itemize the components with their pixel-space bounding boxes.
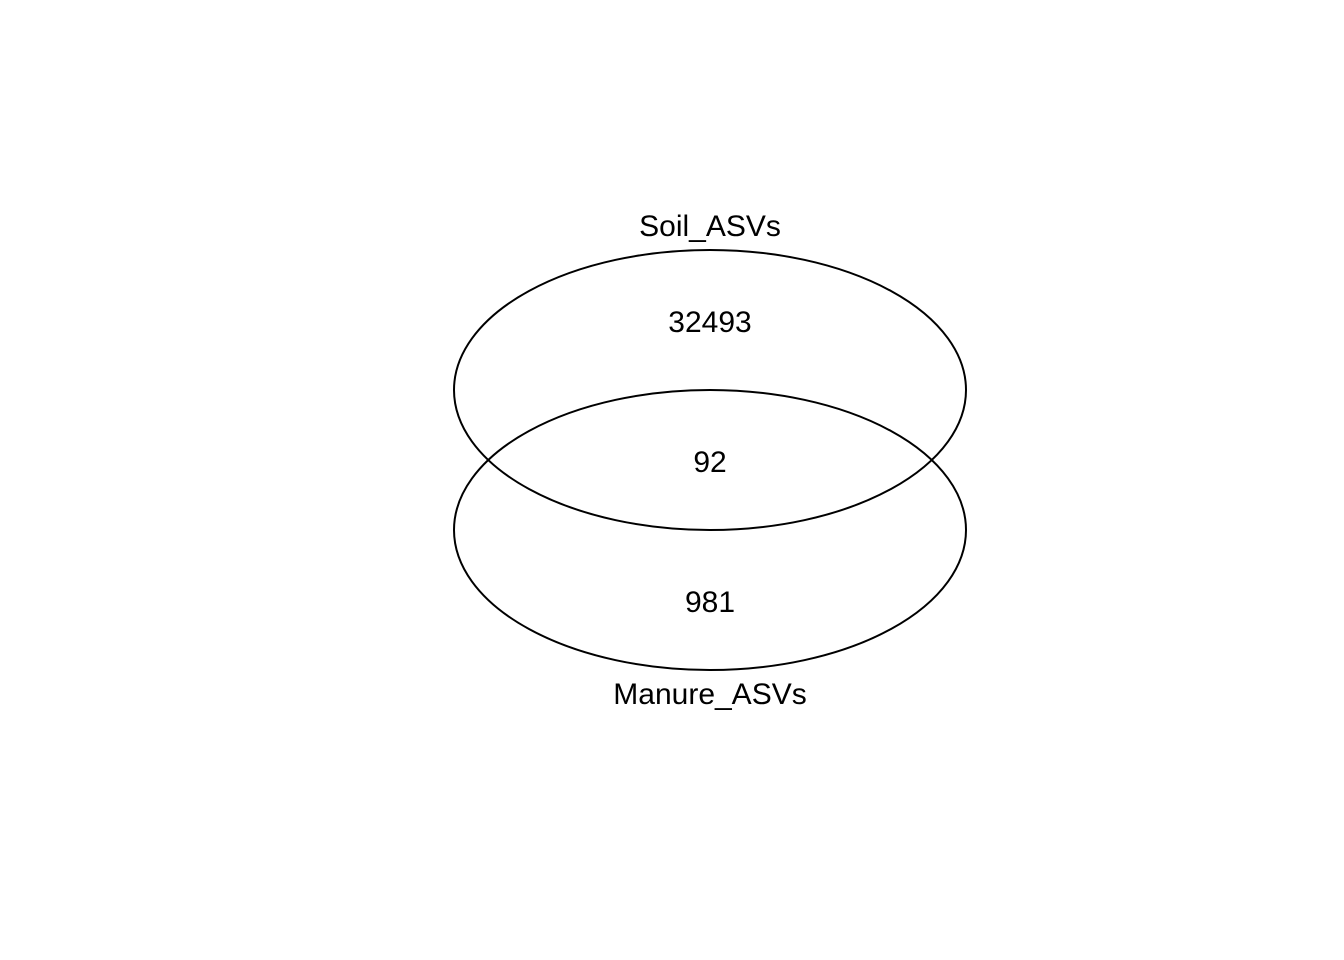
intersection-count: 92	[693, 446, 726, 479]
soil-only-count: 32493	[668, 306, 751, 339]
soil-asvs-ellipse	[453, 249, 967, 531]
manure-only-count: 981	[685, 586, 735, 619]
soil-asvs-label: Soil_ASVs	[639, 210, 781, 243]
manure-asvs-label: Manure_ASVs	[613, 678, 806, 711]
manure-asvs-ellipse	[453, 389, 967, 671]
